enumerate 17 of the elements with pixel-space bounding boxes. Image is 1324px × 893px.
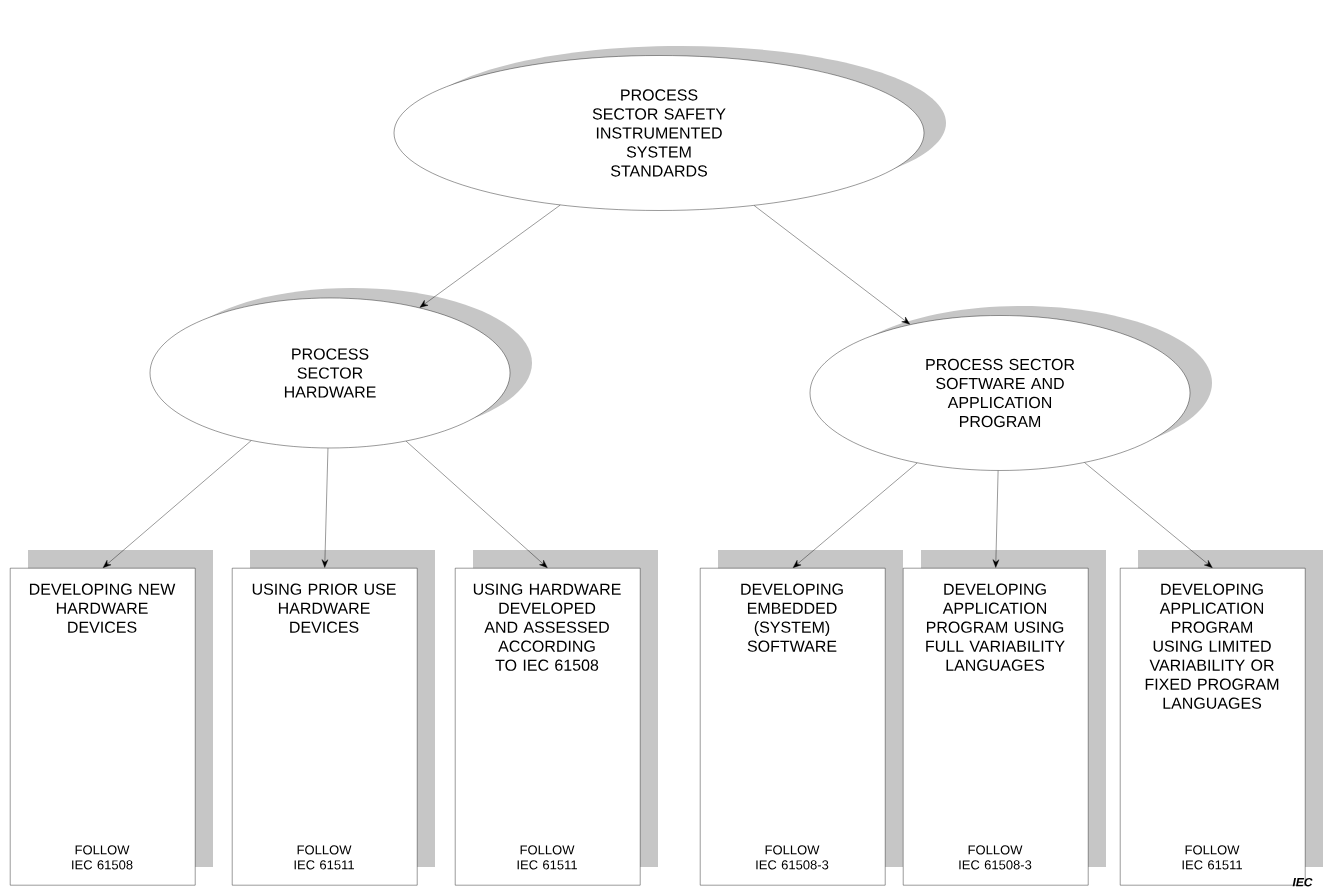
arrow xyxy=(992,470,1000,568)
arrow xyxy=(753,205,910,325)
text-box: DEVELOPING EMBEDDED (SYSTEM) SOFTWARE FOLLOW IEC 61508-3 xyxy=(700,550,903,886)
ellipse-node: PROCESS SECTOR SOFTWARE AND APPLICATION PROGRAM xyxy=(809,306,1212,471)
text-box: USING HARDWARE DEVELOPED AND ASSESSED ACCORDING TO IEC 61508 FOLLOW IEC 61511 xyxy=(455,550,658,886)
arrow xyxy=(102,440,252,568)
ellipse-node: PROCESS SECTOR HARDWARE xyxy=(149,288,532,449)
arrow xyxy=(405,440,548,568)
arrow xyxy=(321,448,329,568)
figure-mark: IEC xyxy=(1292,877,1313,887)
arrow xyxy=(792,462,918,568)
arrow xyxy=(1084,462,1213,568)
arrow xyxy=(419,204,561,308)
text-box: USING PRIOR USE HARDWARE DEVICES FOLLOW IEC 61511 xyxy=(232,550,435,886)
text-box: DEVELOPING APPLICATION PROGRAM USING FULL VARIABILITY LANGUAGES FOLLOW IEC 61508-3 xyxy=(903,550,1106,886)
text-box: DEVELOPING NEW HARDWARE DEVICES FOLLOW IEC 61508 xyxy=(10,550,213,886)
ellipse-node: PROCESS SECTOR SAFETY INSTRUMENTED SYSTEM STANDARDS xyxy=(393,46,946,211)
